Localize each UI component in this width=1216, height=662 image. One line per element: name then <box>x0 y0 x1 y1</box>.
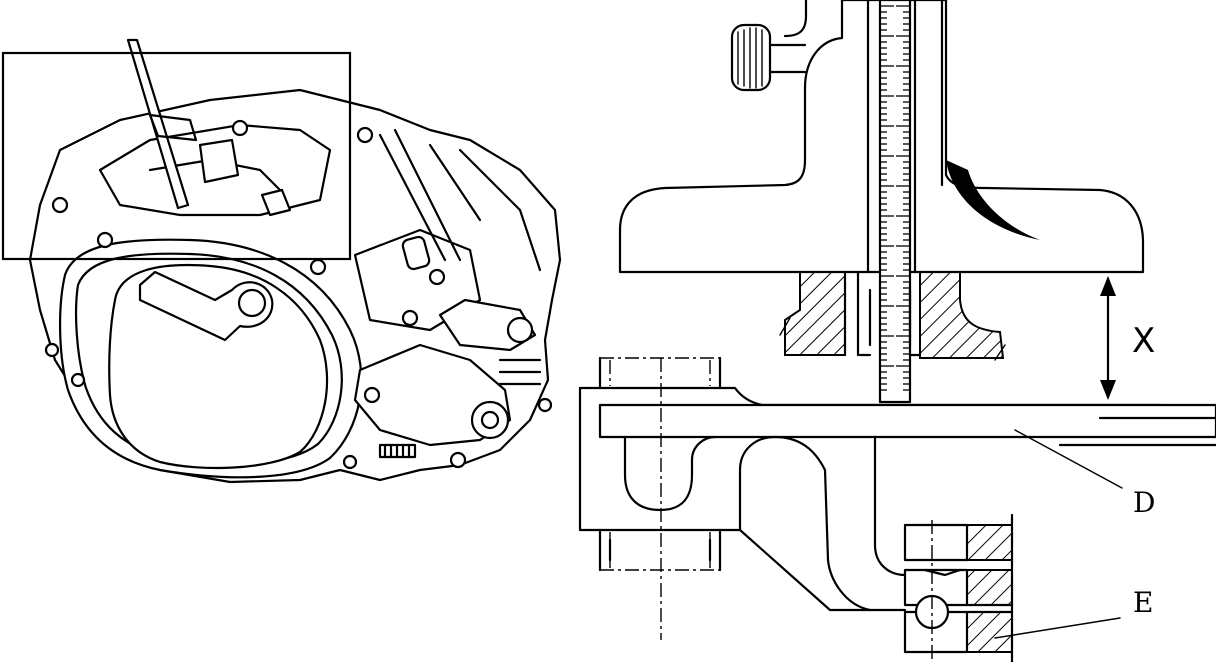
housing-rib <box>378 128 462 262</box>
housing-rib-right <box>458 148 542 272</box>
label-x: X <box>1132 321 1155 361</box>
selector-block <box>198 138 240 184</box>
rod-graduations <box>880 5 910 391</box>
inset-frame <box>1 51 352 261</box>
bell-housing-rim <box>75 252 343 465</box>
shift-lever-end <box>506 316 534 344</box>
shim-assembly <box>903 513 1014 662</box>
label-d: D <box>1133 486 1155 519</box>
gauge-shading <box>946 160 1040 240</box>
end-cover <box>108 263 329 470</box>
callout-d: D <box>1014 429 1155 519</box>
hatched-support <box>779 270 1006 361</box>
housing-boss <box>353 228 482 332</box>
selector-bolt <box>231 119 249 137</box>
callout-e: E <box>994 586 1153 639</box>
cover-bump <box>138 270 274 342</box>
dimension-x: X <box>1100 276 1155 400</box>
interlock-pin <box>260 188 292 217</box>
shift-rod-clamp <box>148 113 198 142</box>
gear-teeth <box>378 443 417 459</box>
cooling-fins <box>498 358 542 386</box>
lever-pivot <box>470 400 510 440</box>
knurled-knob <box>730 23 807 92</box>
label-e: E <box>1133 586 1153 619</box>
housing-rib-mid <box>428 143 482 222</box>
depth-rod <box>878 0 912 404</box>
cover-boss <box>237 288 267 318</box>
sensor-housing <box>401 235 431 271</box>
gauge-head-top <box>783 0 808 38</box>
lever-pivot-hole <box>480 410 500 430</box>
bolt-heads <box>44 126 553 470</box>
shift-rod <box>126 38 190 210</box>
depth-gauge-diagram: X D <box>578 0 1216 662</box>
gauge-slot <box>866 0 917 274</box>
gearbox-illustration <box>1 38 562 484</box>
housing-section <box>578 356 1216 640</box>
